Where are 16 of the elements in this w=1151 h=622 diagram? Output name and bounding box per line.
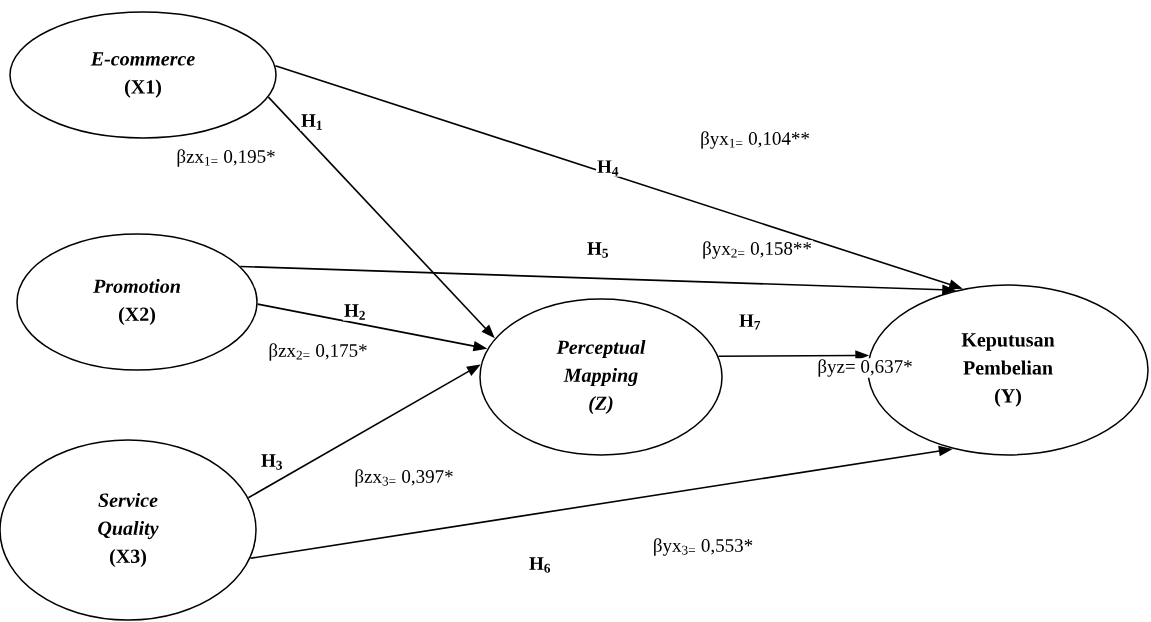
coefficient-label: βzx$_{3=}$ 0,397* [353, 468, 455, 488]
edge-label: H$_{5}$ [586, 241, 610, 259]
edge-label: H$_{7}$ [738, 313, 762, 331]
edge-label: H$_{4}$ [596, 159, 620, 177]
coefficient-label: βzx$_{2=}$ 0,175* [267, 342, 369, 362]
ellipse-node: E-commerce (X1) [9, 11, 277, 139]
coefficient-label: βyz= 0,637* [816, 358, 914, 378]
coefficient-label: βyx$_{2=}$ 0,158** [701, 240, 813, 260]
coefficient-label: βyx$_{3=}$ 0,553* [651, 537, 755, 557]
edge-label: H$_{6}$ [528, 556, 552, 574]
edge-label: H$_{1}$ [300, 113, 324, 131]
coefficient-label: βyx$_{1=}$ 0,104** [699, 130, 811, 150]
ellipse-node: Perceptual Mapping (Z) [479, 298, 723, 456]
edge-label: H$_{2}$ [343, 303, 367, 321]
edge-label: H$_{3}$ [260, 453, 284, 471]
ellipse-node: Promotion (X2) [16, 233, 258, 371]
